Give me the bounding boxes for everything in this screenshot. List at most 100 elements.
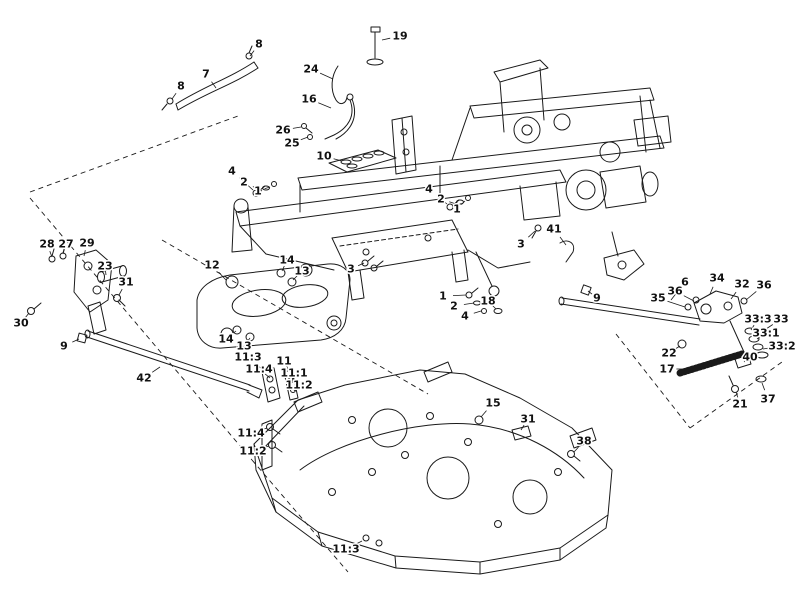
- leader-line: [62, 249, 65, 255]
- callout-30: 30: [13, 317, 29, 330]
- leader-line: [292, 275, 298, 281]
- leader-line: [281, 265, 285, 272]
- callout-3: 3: [517, 238, 525, 251]
- callout-32: 32: [734, 278, 749, 291]
- callout-41: 41: [546, 223, 561, 236]
- boundary-dashes: [29, 115, 783, 573]
- threaded-rod-17: [676, 350, 746, 377]
- leader-line: [25, 312, 30, 318]
- leader-line: [573, 446, 579, 453]
- callout-36: 36: [756, 279, 772, 292]
- leader-line: [750, 324, 755, 331]
- callout-16: 16: [301, 93, 317, 106]
- callout-11-2: 11:2: [239, 445, 266, 458]
- callout-1: 1: [453, 203, 461, 216]
- leader-line: [318, 102, 332, 109]
- callout-12: 12: [204, 259, 219, 272]
- callout-11-3: 11:3: [332, 543, 359, 556]
- leader-line: [461, 200, 466, 205]
- callout-8: 8: [177, 80, 185, 93]
- slotted-plate-10: [328, 149, 397, 173]
- callout-22: 22: [661, 347, 676, 360]
- callout-11-1: 11:1: [280, 367, 307, 380]
- callout-11-2: 11:2: [285, 379, 312, 392]
- callout-6: 6: [681, 276, 689, 289]
- callout-2: 2: [240, 176, 248, 189]
- callout-13: 13: [236, 340, 251, 353]
- callout-34: 34: [709, 272, 725, 285]
- leader-line: [761, 382, 766, 391]
- leader-line: [765, 324, 774, 330]
- leader-line: [452, 294, 467, 296]
- callout-7: 7: [202, 68, 210, 81]
- leader-line: [105, 270, 107, 276]
- callout-19: 19: [392, 30, 407, 43]
- leader-line: [231, 330, 237, 335]
- lift-rod-6: [531, 224, 701, 326]
- callout-21: 21: [732, 398, 747, 411]
- leader-line: [118, 288, 123, 296]
- callout-29: 29: [79, 237, 94, 250]
- leader-line: [743, 359, 747, 363]
- leader-line: [239, 177, 254, 191]
- bolt-8b: [166, 97, 174, 105]
- leader-line: [293, 388, 297, 392]
- callout-11: 11: [276, 355, 291, 368]
- callout-11-4: 11:4: [245, 363, 273, 376]
- leader-line: [333, 158, 343, 162]
- callout-27: 27: [58, 238, 73, 251]
- main-frame: [231, 135, 665, 301]
- callout-11-4: 11:4: [237, 427, 265, 440]
- callout-1: 1: [254, 185, 262, 198]
- leader-line: [256, 363, 264, 371]
- leader-line: [249, 50, 255, 57]
- callout-33-3: 33:3: [744, 313, 771, 326]
- gearbox-pulley: [565, 169, 607, 211]
- leader-line: [528, 230, 536, 238]
- leader-line: [261, 445, 270, 449]
- leader-line: [381, 37, 391, 41]
- leader-line: [72, 338, 80, 343]
- callout-4: 4: [228, 165, 236, 178]
- callout-13: 13: [294, 265, 309, 278]
- callout-11-3: 11:3: [234, 351, 261, 364]
- leader-line: [319, 72, 334, 80]
- leader-line: [211, 81, 217, 89]
- callout-14: 14: [218, 333, 234, 346]
- callout-18: 18: [480, 295, 495, 308]
- leader-line: [449, 201, 457, 205]
- leader-line: [151, 366, 161, 373]
- callout-9: 9: [60, 340, 68, 353]
- callout-24: 24: [303, 63, 319, 76]
- leader-line: [756, 335, 762, 340]
- leader-line: [264, 373, 271, 379]
- leader-line: [587, 290, 593, 295]
- callout-35: 35: [650, 292, 665, 305]
- callout-42: 42: [136, 372, 151, 385]
- leader-line: [463, 302, 475, 305]
- callout-2: 2: [450, 300, 458, 313]
- leader-line: [480, 410, 487, 418]
- leader-line: [259, 427, 268, 431]
- callout-33: 33: [773, 313, 788, 326]
- callout-9: 9: [593, 292, 601, 305]
- height-adjuster-cluster: [676, 290, 769, 393]
- leader-line: [171, 92, 177, 100]
- callout-14: 14: [279, 254, 295, 267]
- callout-15: 15: [485, 397, 500, 410]
- callout-40: 40: [742, 351, 758, 364]
- callout-4: 4: [425, 183, 433, 196]
- bolt-19-head: [370, 26, 381, 33]
- leader-line: [291, 377, 294, 382]
- callout-3: 3: [347, 263, 355, 276]
- lift-rod-42: [84, 329, 299, 453]
- leader-line: [436, 195, 448, 205]
- leader-line: [735, 391, 739, 398]
- callout-10: 10: [316, 150, 332, 163]
- leader-line: [559, 236, 567, 246]
- callout-31: 31: [118, 276, 133, 289]
- leader-line: [745, 291, 757, 301]
- callout-1: 1: [439, 290, 447, 303]
